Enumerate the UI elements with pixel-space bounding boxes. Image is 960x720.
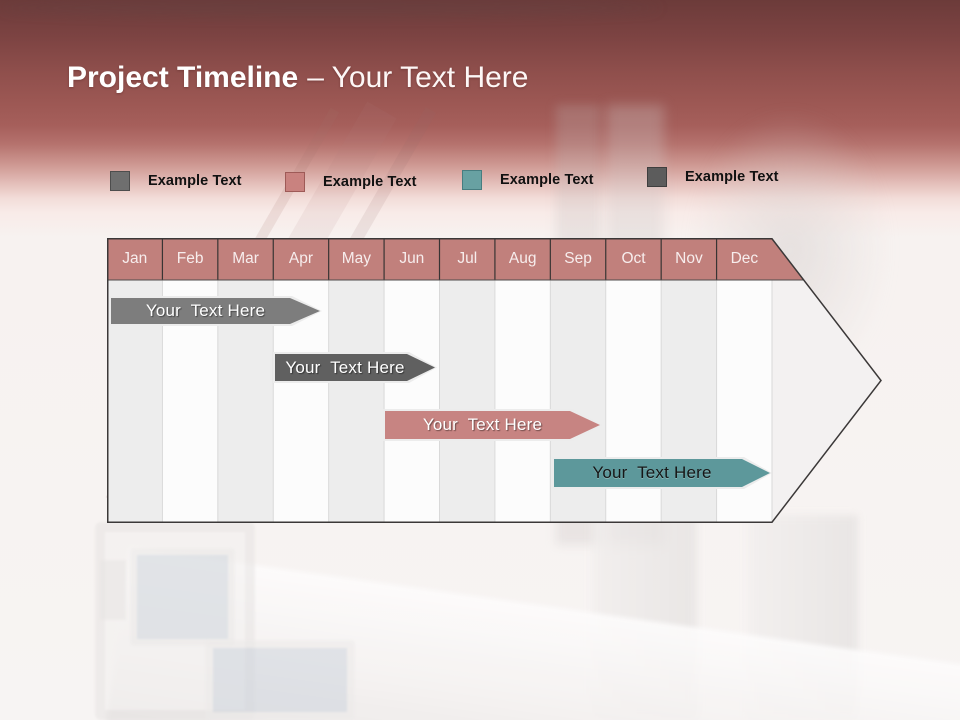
window-sill-beam [103,548,960,720]
gantt-bar-fill: Your Text Here [385,411,600,439]
arrow-drop-shadow [0,0,660,16]
figure-leg [592,515,697,720]
month-cell[interactable]: Dec [730,250,759,267]
month-cell[interactable]: May [341,250,372,267]
legend-item-1[interactable]: Example Text [110,171,242,191]
month-cell[interactable]: Jul [457,250,478,267]
month-cell[interactable]: Feb [176,250,204,267]
legend-label: Example Text [148,173,242,189]
legend-swatch-teal[interactable] [462,170,482,190]
month-header-row: Jan Feb Mar Apr May Jun Jul Aug Sep Oct … [107,238,772,280]
gantt-bar-label: Your Text Here [592,463,712,482]
gantt-bar-label: Your Text Here [422,415,543,434]
month-cell[interactable]: Sep [564,250,592,267]
figure-leg [748,515,858,720]
month-cell[interactable]: Nov [675,250,703,267]
gantt-bar-2[interactable]: Your Text Here [273,352,437,383]
legend-swatch-salmon[interactable] [285,172,305,192]
legend-label: Example Text [685,169,779,185]
slide-title[interactable]: Project Timeline– Your Text Here [67,61,528,95]
gantt-bar-fill: Your Text Here [554,459,770,487]
timeline-arrow-chart[interactable]: Jan Feb Mar Apr May Jun Jul Aug Sep Oct … [107,238,882,523]
month-cell[interactable]: Aug [508,250,537,267]
month-cell[interactable]: Oct [621,250,646,267]
month-cell[interactable]: Apr [288,250,314,267]
month-cell[interactable]: Jan [122,250,148,267]
legend-swatch-darkgray[interactable] [647,167,667,187]
window-profile-frame [95,522,255,720]
gantt-bar-1[interactable]: Your Text Here [109,296,322,326]
slide-title-placeholder: – Your Text Here [307,61,529,94]
legend-label: Example Text [323,174,417,190]
timeline-arrow-shape [107,238,882,523]
window-profile-detail [100,560,126,620]
window-profile-pane [205,640,355,720]
legend-label: Example Text [500,172,594,188]
gantt-bar-label: Your Text Here [145,301,266,320]
gantt-bar-label: Your Text Here [285,357,405,377]
legend-item-4[interactable]: Example Text [647,167,779,187]
gantt-bar-fill: Your Text Here [111,298,320,324]
month-cell[interactable]: Jun [399,250,425,267]
slide-title-primary: Project Timeline [67,61,299,94]
gantt-bar-4[interactable]: Your Text Here [552,457,772,489]
month-cell[interactable]: Mar [232,250,259,267]
window-profile-pane [130,548,235,646]
legend-swatch-gray[interactable] [110,171,130,191]
legend-item-2[interactable]: Example Text [285,172,417,192]
legend-item-3[interactable]: Example Text [462,170,594,190]
gantt-bar-fill: Your Text Here [275,354,435,381]
gantt-bar-3[interactable]: Your Text Here [383,409,602,441]
